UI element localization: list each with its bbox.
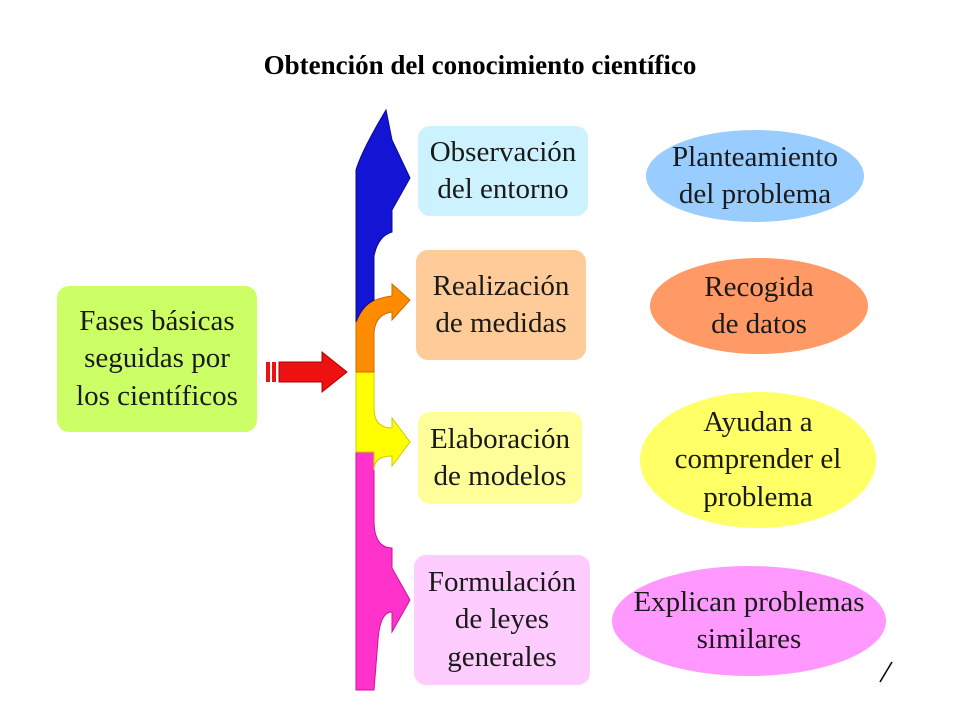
outcome-oval-explican: Explican problemas similares [612,566,886,676]
phase-box-observacion: Observación del entorno [418,126,588,216]
outcome-line: Recogida [704,270,814,303]
source-line-3: los científicos [76,379,238,412]
arrow-segment-elaboracion [355,371,411,471]
diagram-title: Obtención del conocimiento científico [263,50,697,80]
outcome-oval-recogida: Recogida de datos [650,258,868,354]
arrow-segment-observacion [355,108,411,323]
outcome-line: del problema [678,178,832,210]
outcome-line: Ayudan a [703,406,813,439]
source-box: Fases básicas seguidas por los científic… [57,286,257,432]
arrow-segment-formulacion [355,441,411,691]
phase-line: de leyes [454,603,550,636]
outcome-line: de datos [711,308,807,340]
phase-line: Formulación [427,566,577,599]
source-line-1: Fases básicas [79,305,235,338]
phase-line: generales [447,640,557,673]
phase-line: Observación [429,135,577,168]
connector-arrow [266,350,348,394]
outcome-line: problema [703,480,813,513]
phase-box-formulacion: Formulación de leyes generales [414,555,590,685]
phase-line: Elaboración [429,422,571,455]
outcome-oval-planteamiento: Planteamiento del problema [646,130,864,222]
phase-line: de modelos [433,460,567,492]
source-line-2: seguidas por [84,342,230,375]
outcome-oval-ayudan: Ayudan a comprender el problema [640,392,876,528]
outcome-line: Explican problemas [633,585,865,618]
outcome-line: comprender el [674,443,842,476]
outcome-line: Planteamiento [672,140,838,173]
phase-line: de medidas [435,307,567,339]
outcome-line: similares [696,623,802,655]
phase-line: del entorno [437,173,569,205]
phase-line: Realización [432,269,570,302]
phase-box-realizacion: Realización de medidas [416,250,586,360]
phase-box-elaboracion: Elaboración de modelos [418,412,582,504]
